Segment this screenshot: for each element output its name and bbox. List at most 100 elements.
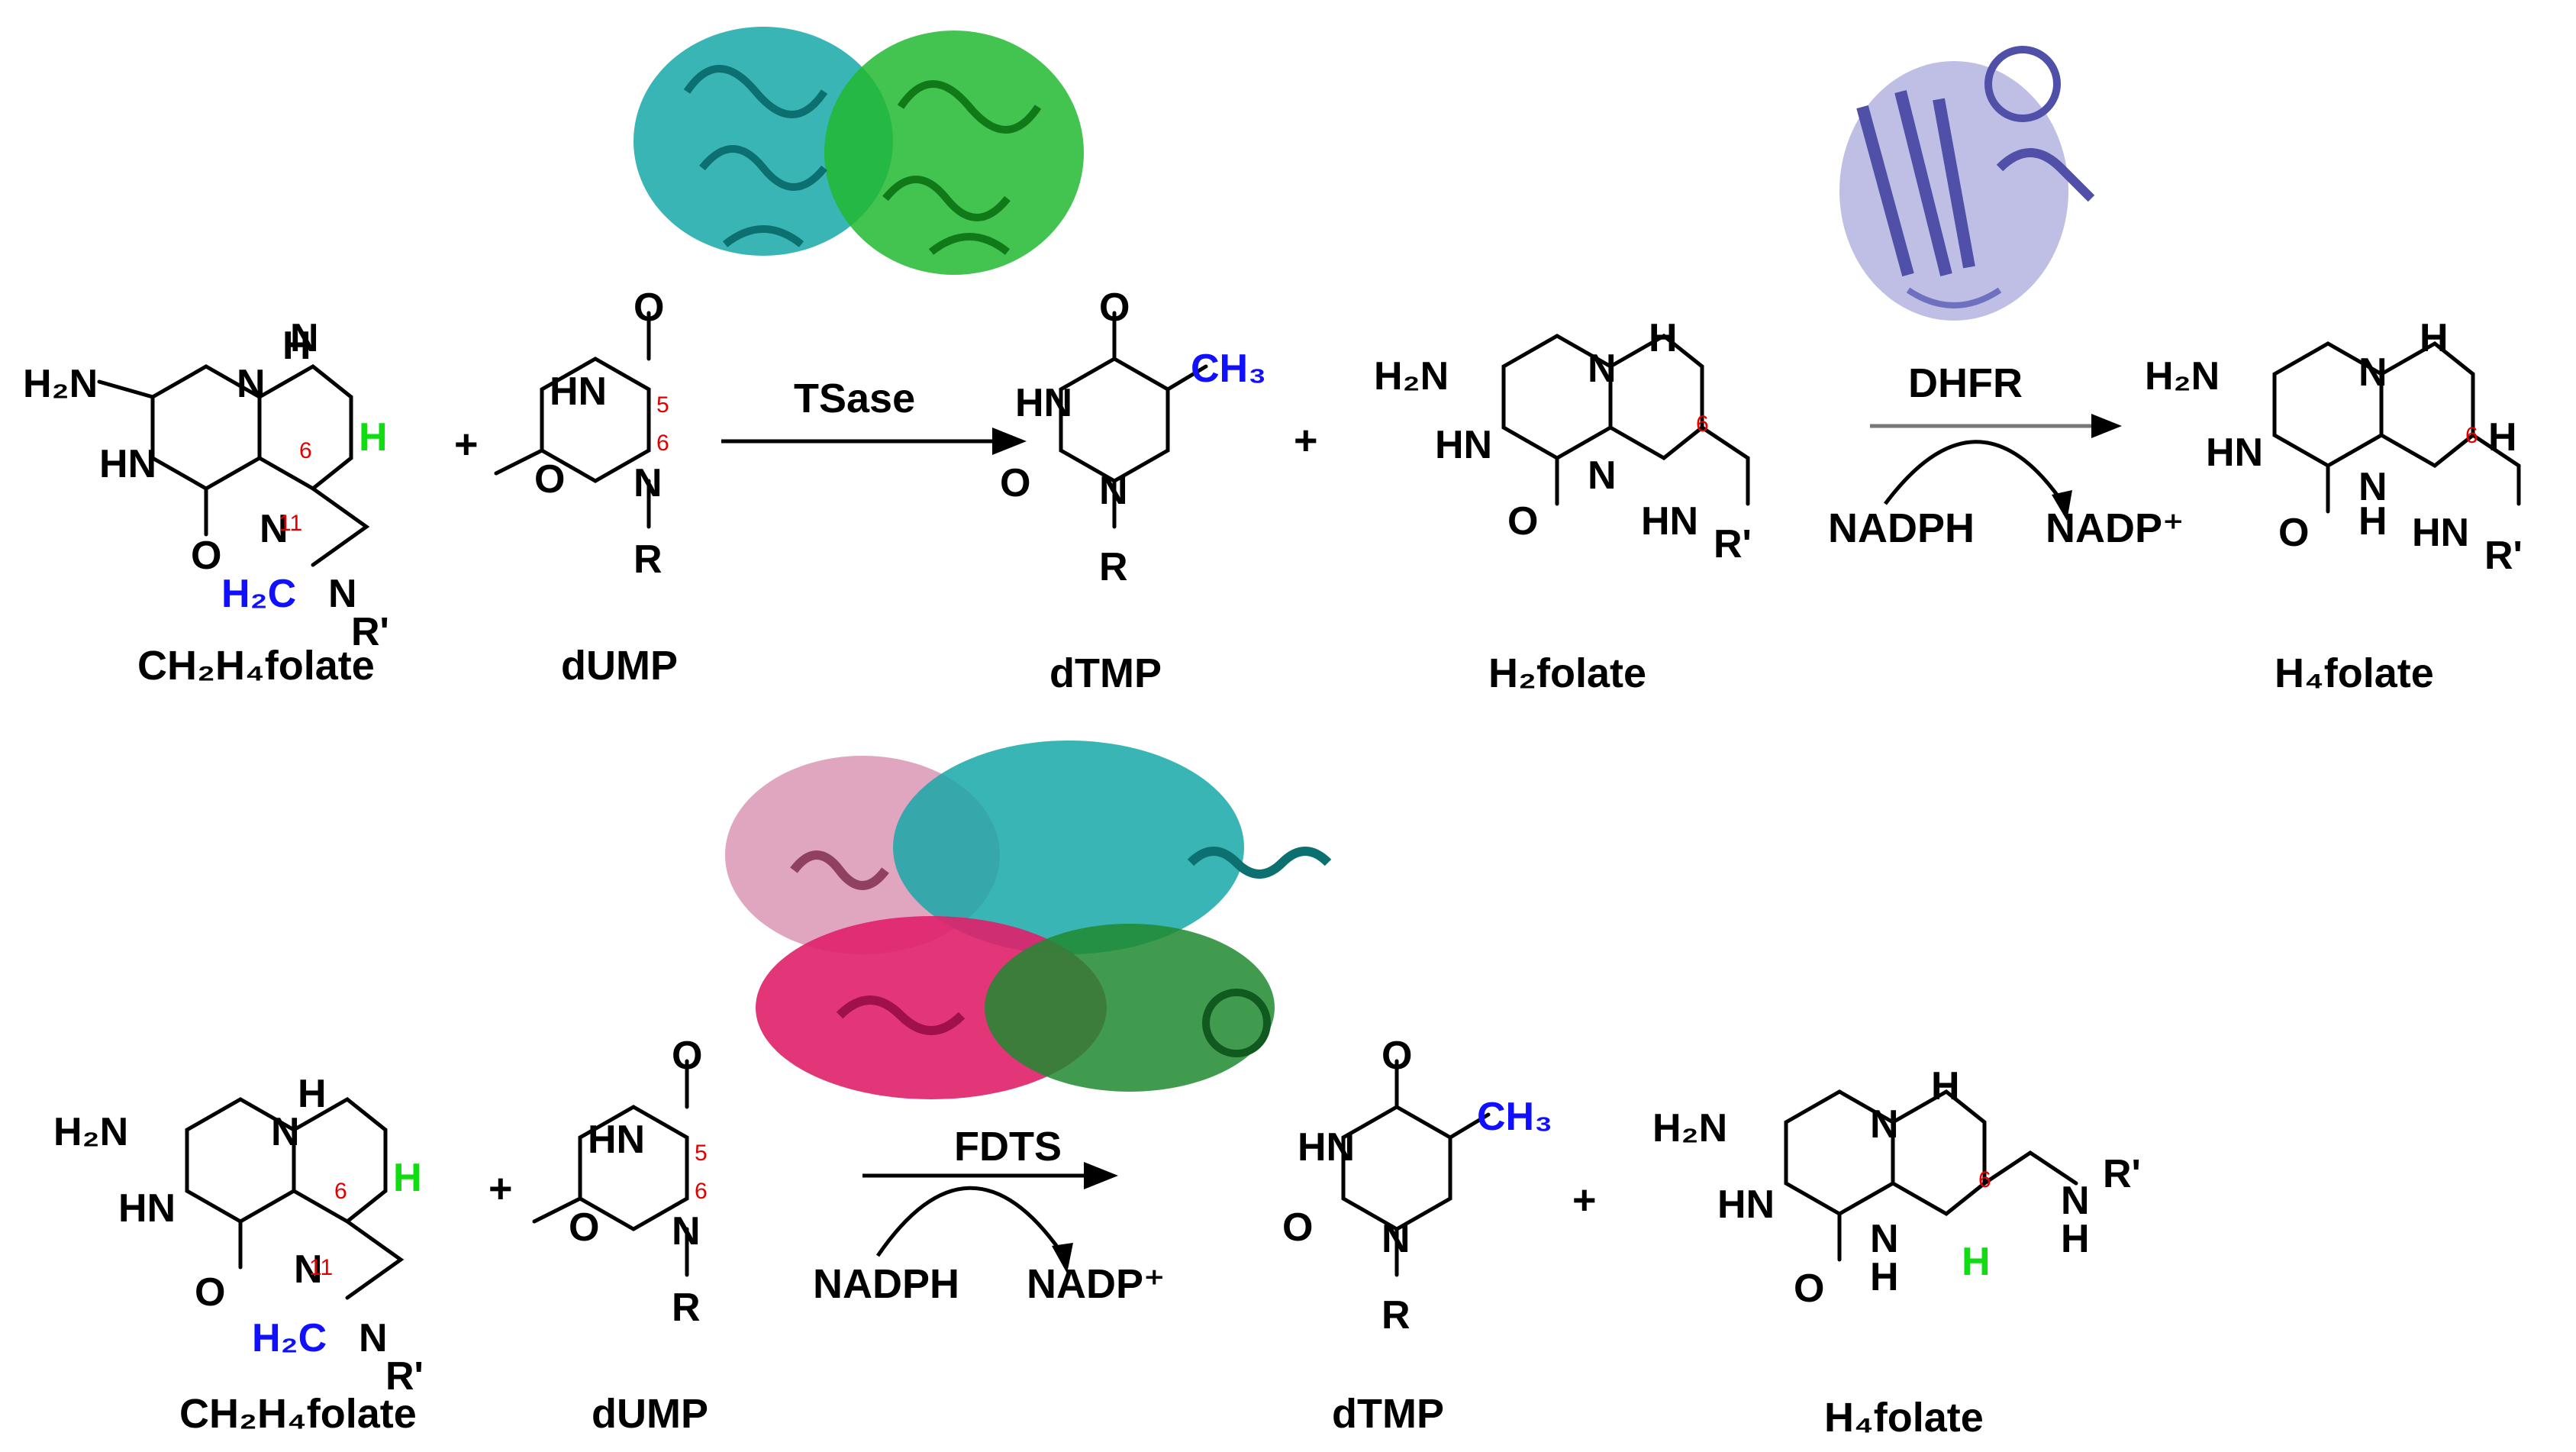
position-6: 6	[695, 1179, 708, 1204]
compound-h4folate-top: H₂N HN N H N H H O HN R' 6	[2145, 316, 2523, 578]
n-label: N	[634, 461, 663, 505]
o-label: O	[1000, 461, 1030, 505]
amine-label: H₂N	[1374, 354, 1449, 398]
h-label: H	[2061, 1217, 2090, 1261]
n-label: N	[2061, 1179, 2090, 1223]
o-label: O	[191, 534, 221, 578]
hn-label: HN	[1298, 1125, 1355, 1170]
n-label: N	[294, 1247, 323, 1292]
label-dtmp-top: dTMP	[1049, 650, 1162, 696]
label-dtmp-bottom: dTMP	[1332, 1391, 1444, 1437]
h2c-label: H₂C	[252, 1316, 327, 1360]
o-label: O	[1794, 1266, 1824, 1311]
compound-dump-top: O HN O N R 5 6	[494, 286, 669, 582]
hn-label: HN	[1717, 1183, 1775, 1227]
cofactor-curved-arrow	[1884, 440, 2063, 505]
h2c-label: H₂C	[221, 572, 296, 616]
position-6: 6	[1696, 411, 1709, 437]
r-prime-label: R'	[351, 610, 389, 654]
hn-label: HN	[2412, 511, 2469, 555]
label-ch2h4folate-top: CH₂H₄folate	[137, 643, 375, 689]
compound-h4folate-bottom: H₂N HN N H N H O H N H R' 6	[1652, 1064, 2141, 1311]
enzyme-dhfr-label: DHFR	[1908, 360, 2023, 406]
r-label: R	[1381, 1293, 1411, 1337]
cofactor-nadph-bottom: NADPH	[813, 1261, 959, 1307]
cofactor-nadp-top: NADP⁺	[2046, 505, 2184, 551]
hn-label: HN	[1015, 381, 1072, 425]
hn-label: HN	[550, 369, 607, 414]
r-prime-label: R'	[385, 1354, 424, 1399]
compound-dtmp-top: O HN O N R CH₃	[1000, 286, 1266, 589]
plus-sign: +	[454, 421, 479, 467]
hn-label: HN	[1641, 499, 1698, 544]
h-label: H	[2420, 316, 2449, 360]
compound-dtmp-bottom: O HN O N R CH₃	[1282, 1034, 1552, 1337]
arrowhead	[1084, 1162, 1118, 1189]
position-6: 6	[1978, 1167, 1991, 1192]
o-label: O	[569, 1205, 599, 1250]
label-h4folate-top: H₄folate	[2275, 650, 2434, 696]
hn-label: HN	[1435, 423, 1492, 467]
position-11: 11	[279, 511, 302, 536]
methyl-label: CH₃	[1191, 347, 1266, 391]
o-label: O	[1282, 1205, 1313, 1250]
position-5: 5	[656, 392, 669, 418]
amine-label: H₂N	[23, 362, 98, 406]
position-6: 6	[2465, 423, 2478, 448]
dhfr-protein-structure	[1839, 46, 2095, 321]
o-label: O	[1507, 499, 1538, 544]
h-label: H	[1931, 1064, 1960, 1108]
o-label: O	[634, 286, 664, 330]
n-label: N	[2358, 350, 2387, 395]
amine-label: H₂N	[2145, 354, 2220, 398]
n-label: N	[260, 507, 289, 551]
enzyme-tsase-label: TSase	[794, 376, 915, 421]
h-label: H	[2358, 499, 2387, 544]
amine-label: H₂N	[53, 1110, 128, 1154]
plus-sign: +	[1572, 1177, 1597, 1223]
h-label: H	[2488, 415, 2517, 460]
cofactor-curved-arrow	[875, 1186, 1063, 1257]
tsase-protein-structure	[634, 27, 1084, 275]
position-6: 6	[299, 438, 312, 463]
hn-label: HN	[2206, 431, 2263, 475]
n-label: N	[271, 1110, 300, 1154]
compound-h2folate: H₂N HN N H N O HN R' 6	[1374, 316, 1752, 566]
arrowhead	[2091, 414, 2122, 438]
arrowhead	[1052, 1243, 1073, 1273]
o-label: O	[2278, 511, 2309, 555]
compound-ch2h4folate-top: H₂N HN N N H N O H₂C N R' H 6 11	[23, 316, 389, 654]
r-label: R	[1099, 545, 1128, 589]
plus-sign: +	[1294, 418, 1318, 463]
n-label: N	[1588, 347, 1617, 391]
o-label: O	[1381, 1034, 1412, 1078]
n-label: N	[290, 316, 319, 360]
n-label: N	[328, 572, 357, 616]
plus-sign: +	[488, 1166, 513, 1212]
label-ch2h4folate-bottom: CH₂H₄folate	[179, 1391, 417, 1437]
h-label-green: H	[1962, 1240, 1991, 1284]
h-label-green: H	[393, 1156, 422, 1200]
r-label: R	[672, 1286, 701, 1330]
r-prime-label: R'	[2103, 1152, 2141, 1196]
n-label: N	[1588, 453, 1617, 498]
n-label: N	[237, 362, 266, 406]
o-label: O	[1099, 286, 1130, 330]
n-label: N	[1870, 1102, 1899, 1147]
o-label: O	[534, 457, 565, 502]
cofactor-nadph-top: NADPH	[1828, 505, 1975, 551]
h-label: H	[282, 324, 311, 368]
cofactor-nadp-bottom: NADP⁺	[1027, 1261, 1165, 1307]
position-11: 11	[309, 1255, 333, 1280]
r-prime-label: R'	[2484, 534, 2523, 578]
enzyme-fdts-label: FDTS	[954, 1124, 1062, 1170]
h-label: H	[1870, 1255, 1899, 1299]
n-label: N	[2358, 465, 2387, 509]
label-dump-bottom: dUMP	[592, 1391, 708, 1437]
amine-label: H₂N	[1652, 1106, 1727, 1150]
h-label: H	[1649, 316, 1678, 360]
label-h4folate-bottom: H₄folate	[1824, 1395, 1984, 1441]
hn-label: HN	[99, 442, 156, 486]
compound-ch2h4folate-bottom: H₂N HN N H N O H₂C N R' H 6 11	[53, 1072, 424, 1399]
position-5: 5	[695, 1141, 708, 1166]
